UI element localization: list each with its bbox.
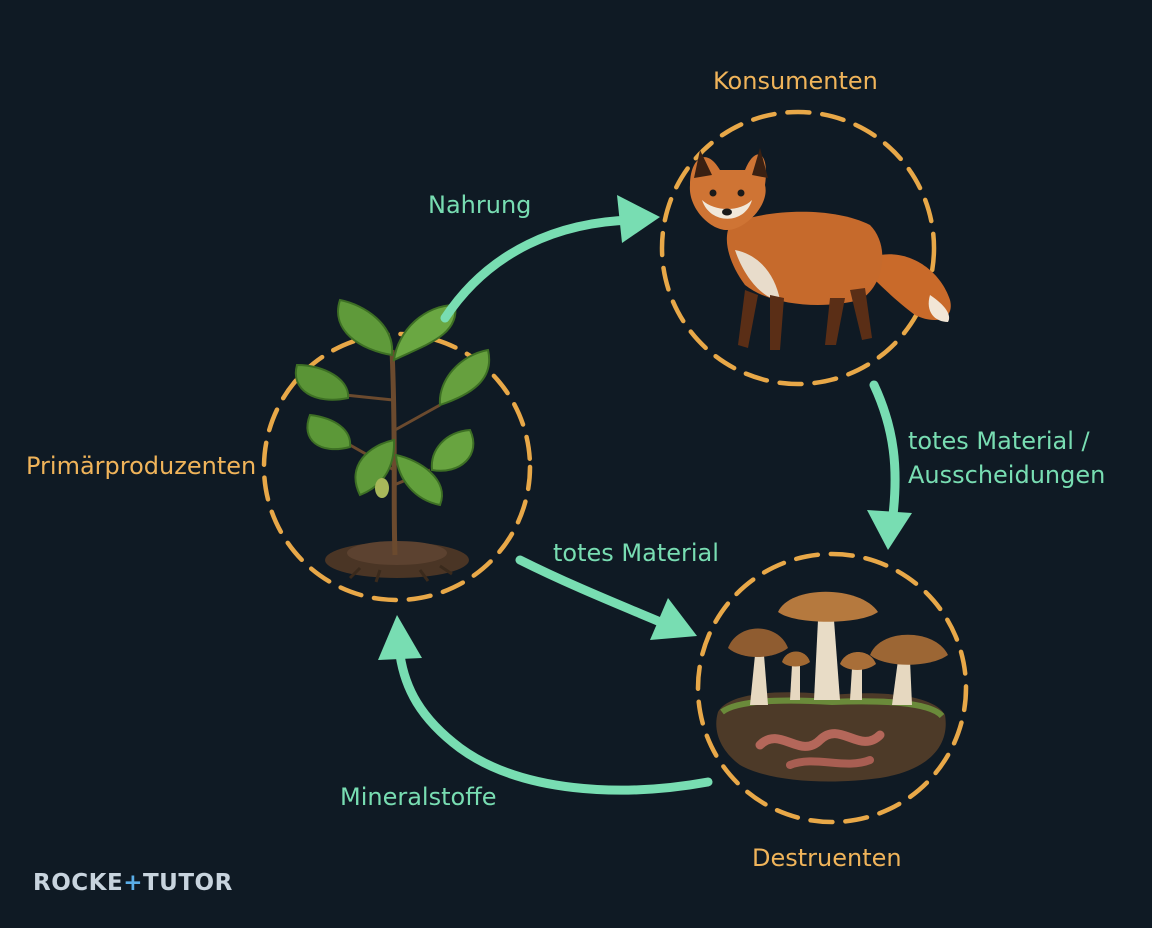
dead-material-excretions-line2: Ausscheidungen bbox=[908, 461, 1106, 489]
logo-part1: ROCKE bbox=[33, 870, 124, 896]
fox-icon bbox=[689, 148, 951, 350]
rocketutor-logo: ROCKE+TUTOR bbox=[33, 870, 233, 896]
consumer-ring bbox=[659, 109, 937, 387]
producer-ring bbox=[261, 331, 533, 603]
dead-material-label: totes Material bbox=[553, 539, 719, 567]
dead-material-excretions-line1: totes Material / bbox=[908, 427, 1090, 455]
oak-sapling-icon bbox=[294, 298, 491, 583]
arrow-minerals-head bbox=[378, 615, 422, 660]
logo-part2: TUTOR bbox=[142, 870, 233, 896]
arrow-dead-material bbox=[515, 555, 670, 629]
arrow-food-head bbox=[617, 195, 660, 243]
arrow-minerals bbox=[395, 650, 713, 795]
arrow-food bbox=[440, 215, 637, 323]
producer-label: Primärproduzenten bbox=[26, 452, 257, 480]
dead-material-excretions-label: totes Material / Ausscheidungen bbox=[908, 424, 1105, 492]
producer-node bbox=[261, 298, 533, 603]
decomposer-node bbox=[695, 551, 969, 825]
arrow-dead-material-head bbox=[650, 598, 697, 640]
food-label: Nahrung bbox=[428, 191, 532, 219]
logo-plus: + bbox=[123, 870, 143, 896]
consumer-node bbox=[659, 109, 951, 387]
decomposer-label: Destruenten bbox=[752, 844, 902, 872]
decomposer-ring bbox=[695, 551, 969, 825]
mushrooms-and-worms-icon bbox=[716, 591, 948, 782]
arrow-dead-material-excretions-head bbox=[867, 510, 912, 550]
minerals-label: Mineralstoffe bbox=[340, 783, 497, 811]
consumer-label: Konsumenten bbox=[713, 67, 878, 95]
flow-arrows bbox=[378, 195, 912, 795]
arrow-dead-material-excretions bbox=[869, 380, 900, 520]
